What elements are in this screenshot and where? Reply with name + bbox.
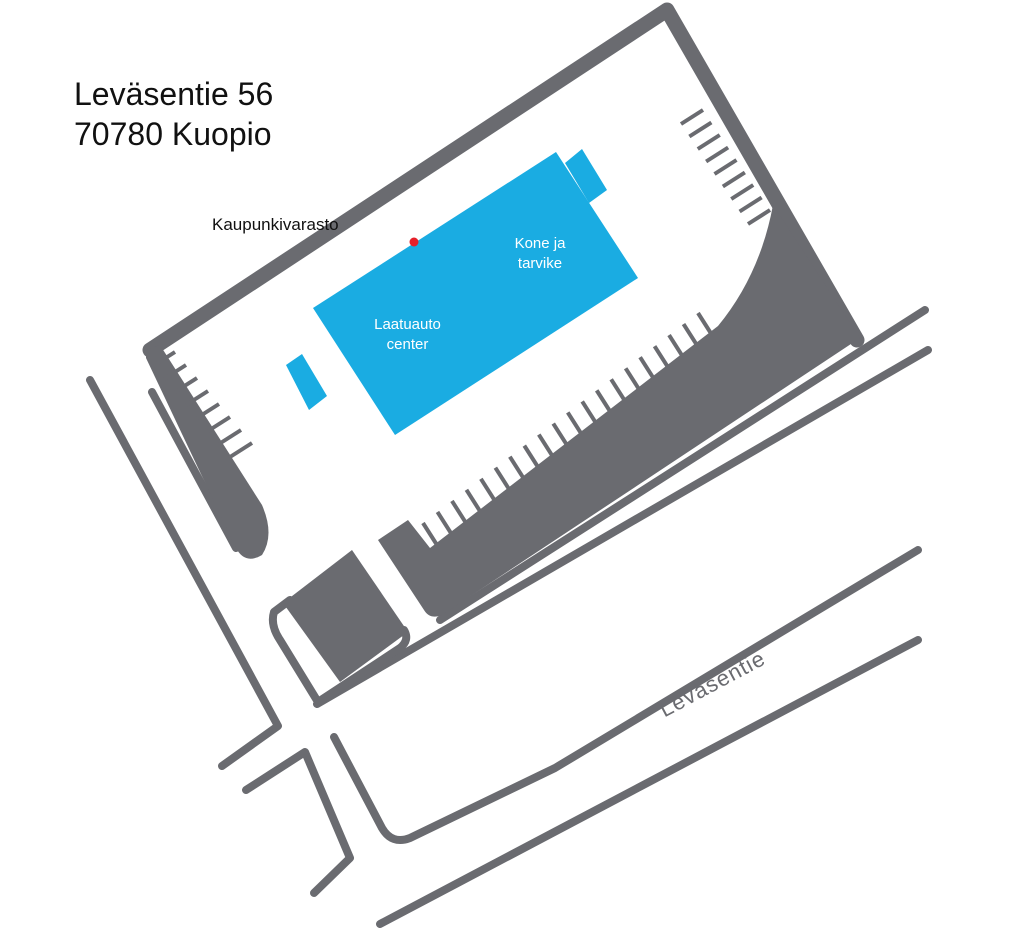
label-line: Laatuauto <box>374 316 441 333</box>
road-edge-main-upper <box>313 346 932 708</box>
address-street: Leväsentie 56 <box>74 76 274 112</box>
parking-stripe <box>522 444 541 469</box>
parking-stripe <box>435 510 454 536</box>
left-median <box>148 388 240 552</box>
left-strip <box>146 345 269 559</box>
parking-stripe <box>493 466 512 491</box>
small-building <box>283 550 408 682</box>
label-kone-ja-tarvike: Kone ja tarvike <box>495 234 585 274</box>
parking-stripe <box>638 356 656 381</box>
parking-stripe <box>738 195 763 214</box>
location-marker <box>409 237 419 247</box>
parking-stripe <box>594 389 613 414</box>
main-building <box>313 152 638 435</box>
road-edge-bottom <box>376 636 922 928</box>
parking-stripe <box>566 411 584 436</box>
parking-stripe <box>479 477 497 502</box>
parking-stripe <box>652 345 671 370</box>
parking-stripe <box>713 158 738 176</box>
parking-stripe <box>696 311 714 337</box>
label-kaupunkivarasto: Kaupunkivarasto <box>212 215 339 234</box>
parking-stripe <box>681 322 700 348</box>
parking-stripe <box>228 441 254 459</box>
parking-stripe <box>730 183 755 201</box>
parking-stripe <box>162 363 188 381</box>
road-edge-left <box>86 376 282 770</box>
parking-stripe <box>450 499 468 524</box>
road-edge-main-lower <box>330 546 922 844</box>
label-line: Kone ja <box>514 235 566 252</box>
parking-stripe <box>151 350 177 368</box>
parking-stripe <box>679 108 705 126</box>
parking-stripe <box>421 521 439 547</box>
parking-stripe <box>721 170 746 189</box>
parking-stripe <box>580 400 598 425</box>
address-block: Leväsentie 56 70780 Kuopio <box>74 74 273 154</box>
road-edge-lot-lower <box>436 306 929 624</box>
parking-stripe <box>551 422 569 447</box>
label-line: tarvike <box>517 255 563 272</box>
parking-stripe <box>537 433 555 458</box>
parking-stripe <box>667 334 685 359</box>
parking-stripe <box>696 133 721 151</box>
label-line: center <box>386 336 429 353</box>
annex-left <box>286 354 327 410</box>
parking-stripe <box>623 367 642 392</box>
parking-stripe <box>217 428 243 446</box>
parking-stripe <box>184 389 210 407</box>
parking-stripe <box>195 402 221 420</box>
lot-boundary <box>142 2 865 358</box>
parking-stripe <box>173 376 199 394</box>
parking-stripe <box>464 488 483 513</box>
parking-stripe <box>705 145 730 164</box>
address-postal: 70780 Kuopio <box>74 116 272 152</box>
parking-stripe <box>688 120 713 139</box>
parking-stripe <box>206 415 232 433</box>
road-edge-lower-left <box>242 748 354 897</box>
parking-stripe <box>746 208 772 226</box>
label-laatuauto-center: Laatuauto center <box>360 315 455 355</box>
annex-right <box>565 149 607 203</box>
parking-stripe <box>508 455 526 480</box>
parking-stripe <box>609 378 627 403</box>
lot-parking-area <box>378 205 860 617</box>
